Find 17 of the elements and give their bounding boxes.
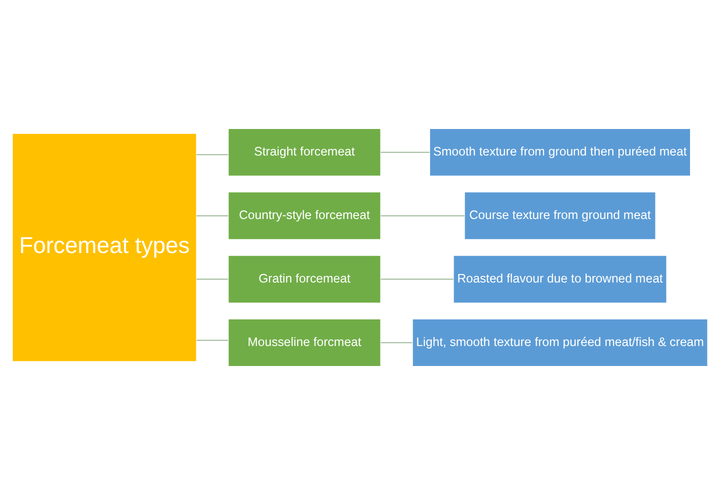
connector bbox=[380, 214, 465, 216]
connector bbox=[380, 278, 454, 280]
node-box: Mousseline forcmeat bbox=[228, 318, 382, 366]
node-box: Smooth texture from ground then puréed meat bbox=[429, 128, 691, 176]
node-box: Roasted flavour due to browned meat bbox=[452, 254, 668, 303]
connector bbox=[196, 278, 229, 280]
connector bbox=[196, 214, 229, 216]
node-box: Forcemeat types bbox=[12, 132, 197, 362]
node-box: Light, smooth texture from puréed meat/fish & cream bbox=[412, 318, 708, 366]
connector bbox=[196, 339, 229, 340]
connector bbox=[380, 342, 413, 343]
node-box: Country-style forcemeat bbox=[228, 191, 382, 240]
connector bbox=[380, 151, 430, 152]
node-box: Straight forcemeat bbox=[228, 128, 382, 176]
node-box: Course texture from ground meat bbox=[464, 191, 656, 240]
node-box: Gratin forcemeat bbox=[228, 254, 382, 303]
connector bbox=[196, 154, 229, 155]
